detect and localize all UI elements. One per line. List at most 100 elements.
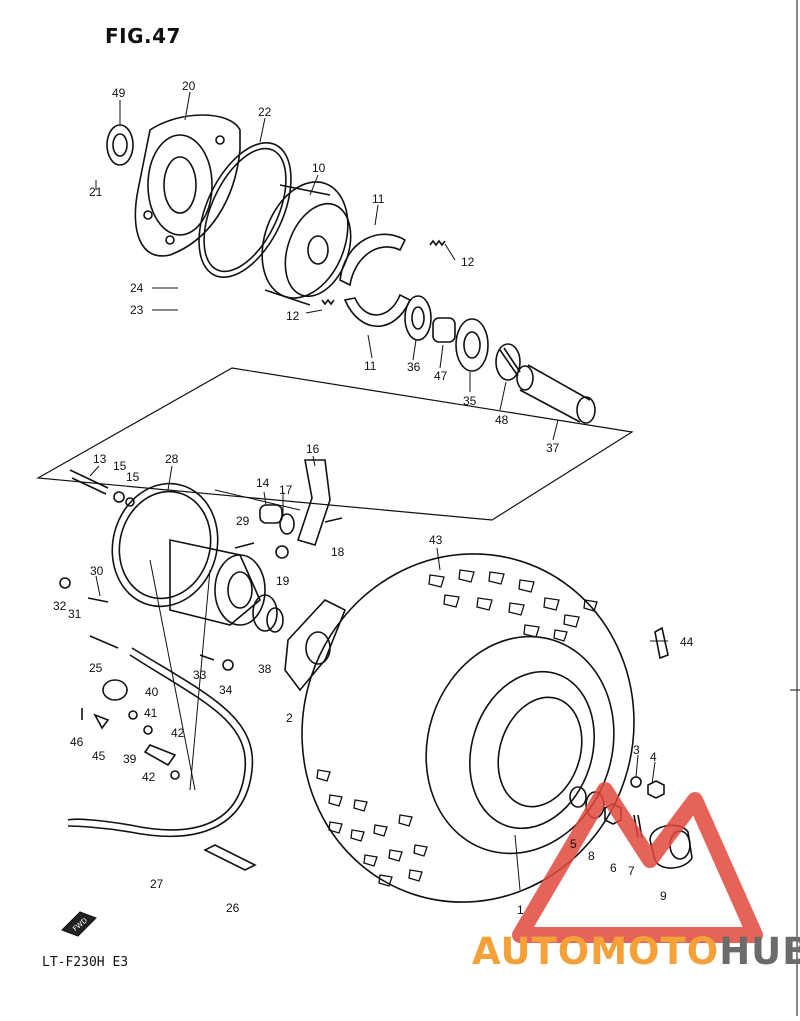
label-part-16: 16	[306, 442, 320, 456]
label-part-38: 38	[258, 662, 272, 676]
part-clamp-45	[93, 713, 110, 730]
tire-tread	[316, 569, 598, 887]
label-part-44: 44	[680, 635, 694, 649]
label-part-13: 13	[93, 452, 107, 466]
label-part-4: 4	[650, 750, 657, 764]
label-part-17: 17	[279, 483, 293, 497]
label-part-43: 43	[429, 533, 443, 547]
label-part-7: 7	[628, 864, 635, 878]
label-part-15a: 15	[113, 459, 127, 473]
label-part-10: 10	[312, 161, 326, 175]
label-part-15b: 15	[126, 470, 140, 484]
part-rim-1	[425, 635, 615, 855]
label-part-19: 19	[276, 574, 290, 588]
label-part-34: 34	[219, 683, 233, 697]
label-part-32: 32	[53, 599, 67, 613]
part-sleeve-37	[519, 364, 591, 423]
label-part-21: 21	[89, 185, 103, 199]
part-brake-shoe-11a	[339, 233, 407, 287]
label-part-23: 23	[130, 303, 144, 317]
label-part-14: 14	[256, 476, 270, 490]
watermark-part2: HUB	[719, 930, 800, 973]
part-backing-plate-28	[111, 482, 219, 608]
label-part-37: 37	[546, 441, 560, 455]
label-part-49: 49	[112, 86, 126, 100]
part-washer-15a	[113, 491, 125, 503]
label-part-35: 35	[463, 394, 477, 408]
part-bearing-36	[404, 295, 432, 341]
part-bolt-13	[69, 469, 109, 495]
part-brake-shoe-11b	[343, 293, 412, 327]
label-part-8: 8	[588, 849, 595, 863]
label-part-1: 1	[517, 903, 524, 917]
label-part-42a: 42	[171, 726, 185, 740]
label-part-40: 40	[145, 685, 159, 699]
part-spacer-47	[432, 317, 456, 343]
part-bearing-38	[252, 594, 278, 632]
part-washer-32	[59, 577, 71, 589]
label-part-39: 39	[123, 752, 137, 766]
label-part-3: 3	[633, 743, 640, 757]
label-part-36: 36	[407, 360, 421, 374]
label-part-20: 20	[182, 79, 196, 93]
label-part-28: 28	[165, 452, 179, 466]
label-part-2: 2	[286, 711, 293, 725]
label-part-25: 25	[89, 661, 103, 675]
part-bolt-30	[87, 597, 109, 603]
part-bolt-18	[324, 517, 343, 523]
part-washer-3	[630, 776, 642, 788]
label-part-29: 29	[236, 514, 250, 528]
figure-title: FIG.47	[105, 24, 181, 48]
label-part-24: 24	[130, 281, 144, 295]
part-washer-34	[222, 659, 234, 671]
part-hose-27	[67, 654, 247, 831]
label-part-30: 30	[90, 564, 104, 578]
label-part-33: 33	[193, 668, 207, 682]
part-pin-25	[89, 635, 119, 649]
part-clamp-26	[203, 844, 257, 871]
part-hub-cap-9	[649, 824, 693, 869]
part-brake-drum-10	[261, 181, 349, 299]
part-nut-4	[647, 780, 665, 799]
part-washer-15b	[125, 497, 135, 507]
label-part-45: 45	[92, 749, 106, 763]
label-part-47: 47	[434, 369, 448, 383]
part-hub-housing	[169, 539, 261, 626]
assembly-frame	[36, 367, 634, 521]
part-bearing-35	[455, 318, 489, 372]
part-o-ring-22	[198, 141, 292, 279]
watermark-part1: AUTOMOTO	[472, 930, 720, 973]
part-brake-panel-20	[134, 114, 241, 257]
part-seal-49	[106, 124, 134, 166]
watermark-logo-icon	[512, 782, 763, 943]
part-nut-41	[128, 710, 138, 720]
fwd-arrow-icon: FWD	[61, 911, 97, 937]
part-bolt-29	[234, 542, 255, 549]
part-brake-arm-16	[296, 459, 331, 546]
label-part-12: 12	[461, 255, 475, 269]
label-part-31: 31	[68, 607, 82, 621]
label-part-18: 18	[331, 545, 345, 559]
part-valve-44	[654, 626, 669, 660]
label-part-11b: 11	[364, 359, 377, 373]
label-part-42b: 42	[142, 770, 156, 784]
label-part-26: 26	[226, 901, 240, 915]
label-part-6: 6	[610, 861, 617, 875]
part-cap-40	[102, 679, 128, 701]
part-nut-42a	[143, 725, 153, 735]
part-spring-12a	[429, 239, 446, 247]
label-part-41: 41	[144, 706, 158, 720]
part-nut-42b	[170, 770, 180, 780]
label-part-46: 46	[70, 735, 84, 749]
part-washer-5	[569, 786, 587, 808]
part-spring-12b	[321, 298, 335, 306]
part-joint-39	[143, 744, 177, 767]
label-part-9: 9	[660, 889, 667, 903]
part-tire-43	[301, 553, 635, 903]
model-code: LT-F230H E3	[42, 955, 129, 970]
label-part-48: 48	[495, 413, 509, 427]
watermark: AUTOMOTOHUB	[472, 932, 800, 972]
label-part-5: 5	[570, 837, 577, 851]
